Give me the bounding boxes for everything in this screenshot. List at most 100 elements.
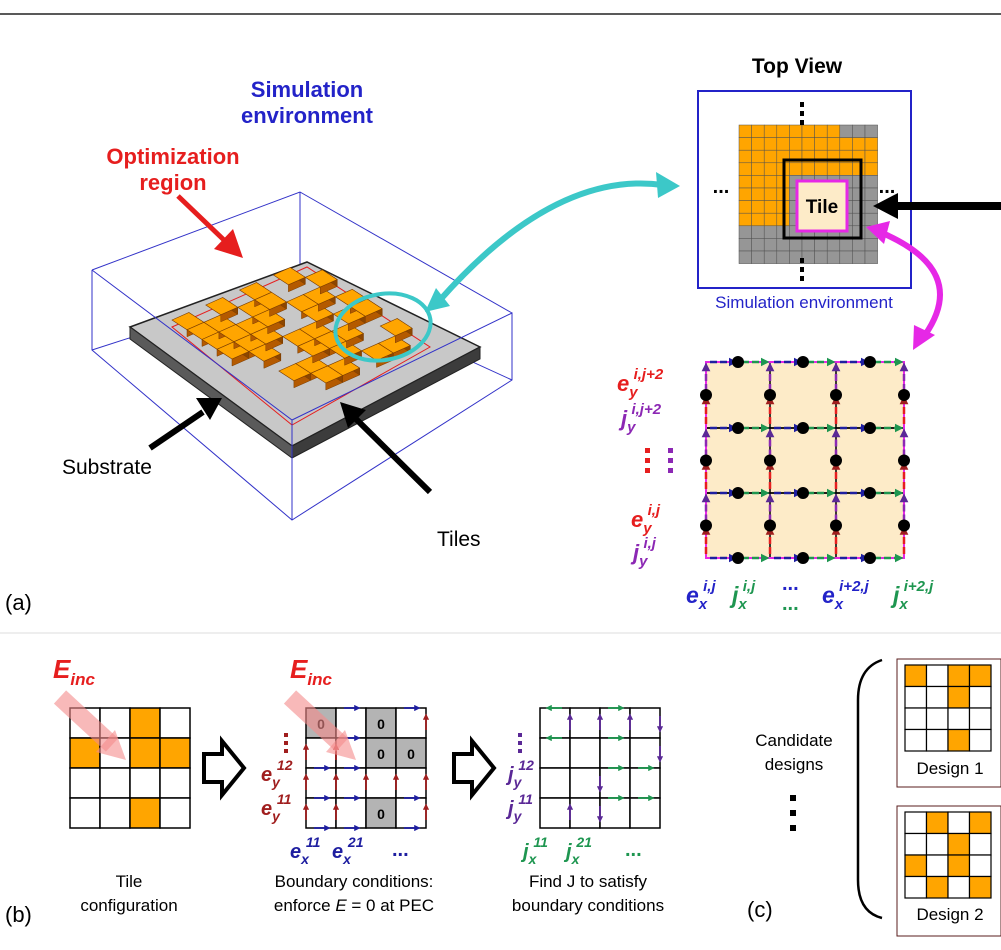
edge-sample-dot xyxy=(830,454,842,467)
top-view-cell xyxy=(852,162,866,176)
cyan-link-curve xyxy=(437,180,664,302)
design-cell xyxy=(925,664,949,688)
dots-ey-b xyxy=(284,733,288,753)
label-ey-ij2: eyi,j+2 xyxy=(617,366,664,401)
grid-cell xyxy=(159,707,191,739)
top-view-dots-bottom xyxy=(800,258,804,281)
zero-field-label: 0 xyxy=(407,746,415,762)
neighborhood-box xyxy=(782,158,863,240)
top-view-cell xyxy=(751,225,765,239)
top-view-cell xyxy=(763,250,778,264)
grid-cell xyxy=(69,737,101,769)
grid-cell xyxy=(69,767,101,799)
design-cell xyxy=(925,811,949,835)
top-view-cell xyxy=(751,137,765,151)
substrate-arrowhead xyxy=(196,398,222,420)
design-cell xyxy=(904,832,928,856)
top-view-cell xyxy=(826,124,841,138)
top-view-cell xyxy=(864,137,878,151)
top-view-cell xyxy=(839,250,853,264)
grid-cell xyxy=(305,797,337,829)
grid-cell xyxy=(569,797,601,829)
svg-text:jy12: jy12 xyxy=(505,757,534,790)
optimization-region-label-line2: region xyxy=(139,170,206,195)
grid-cell xyxy=(599,767,631,799)
top-view-cell xyxy=(738,225,752,239)
label-jx-i2j: jxi+2,j xyxy=(890,578,934,613)
svg-text:jxi+2,j: jxi+2,j xyxy=(890,578,934,613)
design-cell xyxy=(904,685,928,709)
grid-cell xyxy=(569,737,601,769)
edge-sample-dot xyxy=(864,356,876,368)
design-cell xyxy=(968,707,992,731)
top-view-cell xyxy=(839,162,853,176)
top-view-cell xyxy=(738,200,752,214)
zero-field-label: 0 xyxy=(377,746,385,762)
top-view-cell xyxy=(864,238,878,252)
candidate-bracket xyxy=(856,658,883,920)
top-view-cell xyxy=(776,124,790,138)
top-view-cell xyxy=(751,212,765,227)
label-jy-ij2: jyi,j+2 xyxy=(618,401,662,436)
edge-sample-dot xyxy=(898,389,910,401)
top-view-cell xyxy=(751,162,765,176)
top-view-cell xyxy=(826,250,841,264)
panel-a-label: (a) xyxy=(5,590,32,615)
label-ey12: ey12 xyxy=(261,757,293,790)
grid-cell xyxy=(159,737,191,769)
top-view-dots-right: ... xyxy=(879,176,896,198)
design-1-label: Design 1 xyxy=(916,759,983,778)
grid-cell xyxy=(539,707,571,739)
panel-b: (b) Einc Tile configuration 00000 Einc xyxy=(5,654,664,927)
top-view-cell xyxy=(789,162,803,176)
top-view-cell xyxy=(852,175,866,189)
grid-cell xyxy=(159,797,191,829)
zero-field-label: 0 xyxy=(377,806,385,822)
grid-cell xyxy=(629,707,661,739)
top-view: Top View Tile ... ... Simulation environ… xyxy=(697,55,1001,312)
top-view-cell xyxy=(864,250,878,264)
edge-sample-dot xyxy=(732,356,744,368)
top-view-cell xyxy=(814,137,828,151)
grid-cell xyxy=(365,797,397,829)
label-ey11: ey11 xyxy=(261,791,292,824)
top-view-cell xyxy=(751,187,765,201)
svg-text:ex11: ex11 xyxy=(290,834,321,867)
grid-cell xyxy=(629,767,661,799)
panel-c-label: (c) xyxy=(747,897,773,922)
grid-cell xyxy=(599,797,631,829)
top-view-cell xyxy=(763,137,778,151)
top-view-cell xyxy=(852,137,866,151)
panel-a-3d-view: Simulation environment Optimization regi… xyxy=(5,77,513,615)
label-jy-ij: jyi,j xyxy=(630,535,657,570)
grid-cell xyxy=(365,707,397,739)
svg-text:jxi,j: jxi,j xyxy=(729,578,756,613)
top-view-cell xyxy=(852,124,866,138)
optimization-region-label-line1: Optimization xyxy=(106,144,239,169)
edge-sample-dot xyxy=(732,552,744,564)
design-cell xyxy=(968,664,992,688)
edge-sample-dot xyxy=(864,422,876,434)
design-cell xyxy=(904,875,928,899)
design-cell xyxy=(947,728,971,752)
label-ex-i2j: exi+2,j xyxy=(822,578,870,613)
top-view-dots-left: ... xyxy=(713,176,730,198)
top-view-dots-top xyxy=(800,102,804,125)
design-cell xyxy=(904,664,928,688)
grid-cell xyxy=(395,707,427,739)
design-cell xyxy=(925,707,949,731)
process-arrow-1 xyxy=(202,735,247,801)
top-view-cell xyxy=(751,200,765,214)
top-view-cell xyxy=(738,250,752,264)
top-view-caption: Simulation environment xyxy=(715,293,893,312)
label-jy12: jy12 xyxy=(505,757,534,790)
svg-text:jy11: jy11 xyxy=(505,791,533,824)
grid-cell xyxy=(599,737,631,769)
top-view-cell xyxy=(864,212,878,227)
panel-c: (c) Candidate designs Design 1 Design 2 xyxy=(747,658,1001,937)
substrate-label: Substrate xyxy=(62,456,152,479)
tile-box xyxy=(795,179,849,233)
top-view-cell xyxy=(776,238,790,252)
optimization-region-arrowhead xyxy=(214,229,243,258)
top-view-cell xyxy=(738,175,752,189)
